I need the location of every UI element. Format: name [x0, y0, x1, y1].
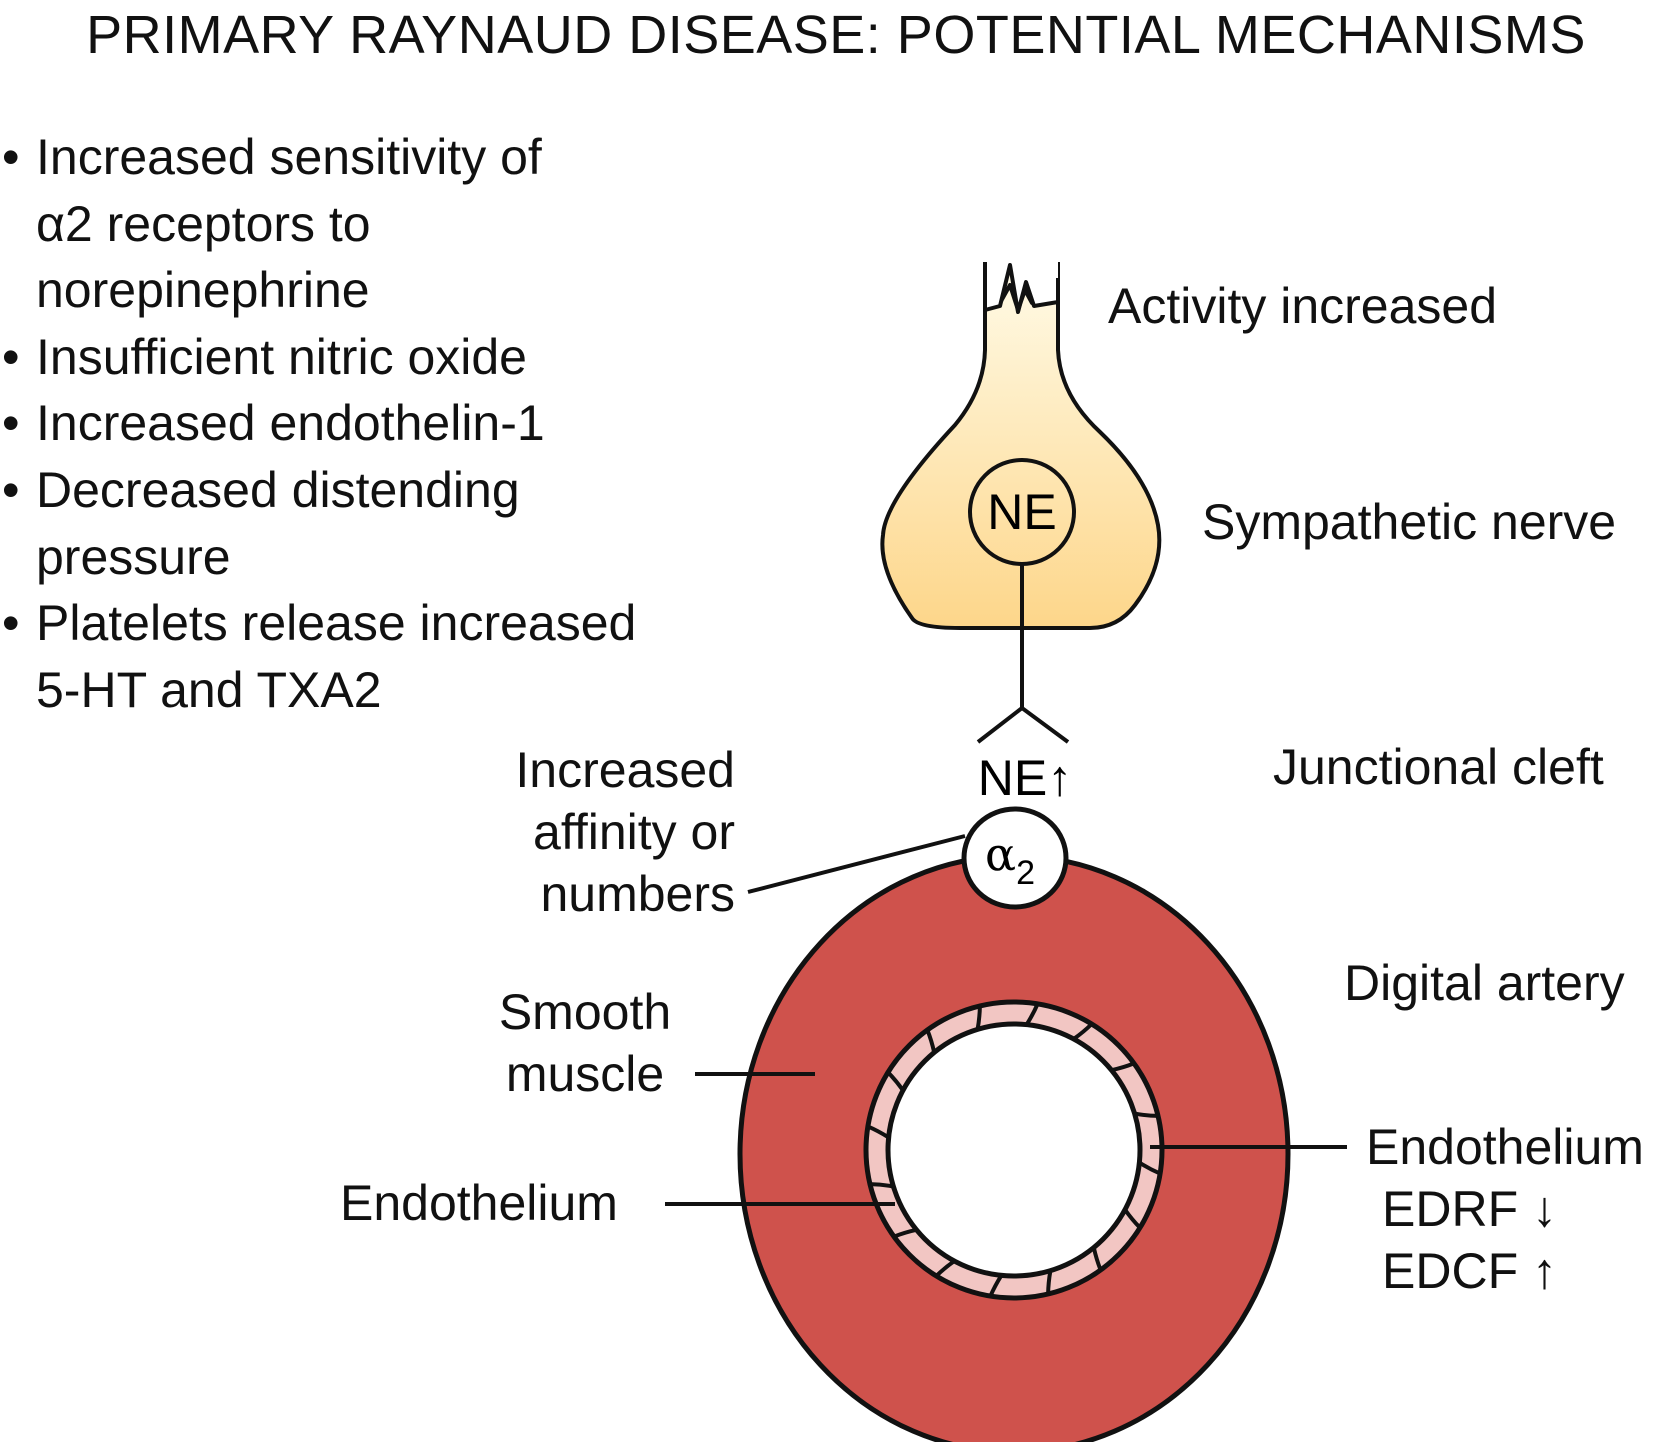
activity-increased-label: Activity increased: [1108, 278, 1498, 334]
ne-vesicle-label: NE: [987, 484, 1056, 540]
alpha2-receptor: [961, 806, 1069, 910]
endothelial-cell-boundary: [1046, 1270, 1053, 1295]
alpha2-receptor-label: α2: [985, 827, 1035, 892]
mechanism-text: norepinephrine: [36, 262, 370, 319]
affinity-label: Increased affinity or numbers: [515, 739, 735, 925]
affinity-line: numbers: [540, 866, 735, 922]
bullet-icon: •: [2, 595, 20, 652]
endothelial-cell-boundary: [1134, 1111, 1159, 1118]
mechanism-item: • Increased endothelin-1: [0, 390, 636, 457]
affinity-leader: [747, 834, 966, 894]
endothelial-cell-boundary: [975, 1005, 982, 1030]
smooth-muscle-label: Smooth muscle: [480, 981, 690, 1105]
bullet-icon: •: [2, 461, 20, 518]
mechanism-text: Platelets release increased: [36, 595, 637, 652]
junctional-cleft-label: Junctional cleft: [1273, 739, 1604, 795]
endothelial-cell-boundary: [869, 1182, 894, 1189]
smooth-muscle-line: muscle: [505, 1046, 665, 1102]
mechanism-text: Decreased distending: [36, 461, 520, 518]
digital-artery-label: Digital artery: [1344, 955, 1625, 1011]
mechanism-text: pressure: [36, 528, 231, 585]
diagram-title: PRIMARY RAYNAUD DISEASE: POTENTIAL MECHA…: [86, 5, 1586, 65]
affinity-line: affinity or: [533, 804, 735, 860]
mechanism-item: • Platelets release increased 5-HT and T…: [0, 590, 636, 723]
affinity-line: Increased: [515, 742, 735, 798]
release-arrowhead: [976, 705, 1070, 744]
lumen: [885, 1021, 1143, 1279]
nerve-top-edge: [985, 262, 1058, 312]
bullet-icon: •: [2, 129, 20, 185]
endothelium-left-label: Endothelium: [340, 1175, 618, 1231]
smooth-muscle-line: Smooth: [498, 984, 672, 1040]
bullet-icon: •: [2, 328, 20, 385]
nerve-axon-edge: [983, 262, 1060, 314]
mechanism-item: • Decreased distending pressure: [0, 457, 636, 590]
endothelium-right-label: Endothelium: [1366, 1119, 1644, 1175]
bullet-icon: •: [2, 395, 20, 452]
ne-increase-label: NE↑: [978, 750, 1072, 806]
mechanism-item: • Increased sensitivity of α2 receptors …: [0, 124, 636, 324]
edrf-label: EDRF ↓: [1382, 1181, 1557, 1237]
mechanism-text: 5-HT and TXA2: [36, 661, 382, 718]
mechanism-text: Insufficient nitric oxide: [36, 328, 527, 385]
mechanism-text: Increased endothelin-1: [36, 395, 545, 452]
edcf-label: EDCF ↑: [1382, 1243, 1557, 1299]
mechanism-list: • Increased sensitivity of α2 receptors …: [0, 124, 636, 723]
mechanism-text: Increased sensitivity of: [36, 129, 542, 185]
mechanism-item: • Insufficient nitric oxide: [0, 324, 636, 391]
sympathetic-nerve-label: Sympathetic nerve: [1202, 494, 1617, 550]
mechanism-text: α2 receptors to: [36, 195, 371, 252]
